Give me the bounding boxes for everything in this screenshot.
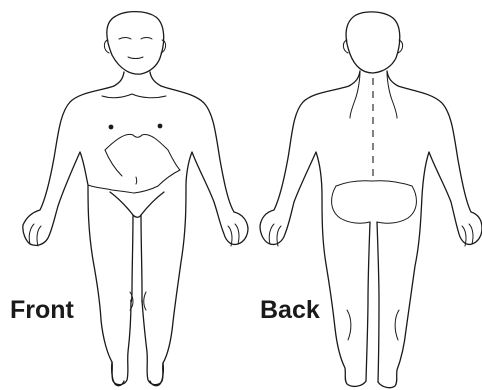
back-inner-right-leg bbox=[377, 222, 379, 382]
back-buttock-right bbox=[377, 186, 416, 223]
front-left-hand bbox=[29, 224, 41, 246]
front-label: Front bbox=[10, 298, 74, 323]
back-waist bbox=[336, 181, 412, 186]
back-figure bbox=[260, 12, 482, 388]
back-body-outline-right bbox=[378, 71, 482, 388]
front-inner-right-leg bbox=[141, 215, 142, 302]
front-figure bbox=[23, 12, 248, 386]
front-ribcage-left bbox=[105, 150, 122, 176]
front-left-nipple bbox=[109, 125, 114, 130]
back-buttock-left bbox=[332, 186, 370, 223]
front-head bbox=[107, 12, 164, 75]
front-left-foot bbox=[112, 362, 124, 386]
front-left-eye bbox=[119, 38, 131, 40]
front-body-outline-right bbox=[142, 72, 248, 385]
front-right-nipple bbox=[158, 124, 163, 129]
back-neck-left bbox=[350, 71, 360, 118]
back-head bbox=[346, 12, 400, 73]
front-waist-contour bbox=[88, 185, 158, 193]
front-navel bbox=[136, 177, 137, 184]
back-right-calf bbox=[395, 310, 399, 340]
front-collarbone bbox=[102, 94, 166, 98]
front-right-knee bbox=[144, 292, 146, 310]
back-left-calf bbox=[347, 310, 351, 340]
back-neck-right bbox=[387, 71, 397, 118]
back-label: Back bbox=[260, 298, 320, 323]
front-pelvis bbox=[110, 192, 164, 217]
front-right-foot bbox=[150, 363, 163, 386]
front-chest-contour bbox=[105, 134, 180, 186]
back-inner-left-leg bbox=[366, 222, 370, 381]
front-inner-left-leg bbox=[131, 215, 133, 302]
front-right-eye bbox=[141, 38, 152, 40]
front-mouth bbox=[128, 57, 143, 59]
